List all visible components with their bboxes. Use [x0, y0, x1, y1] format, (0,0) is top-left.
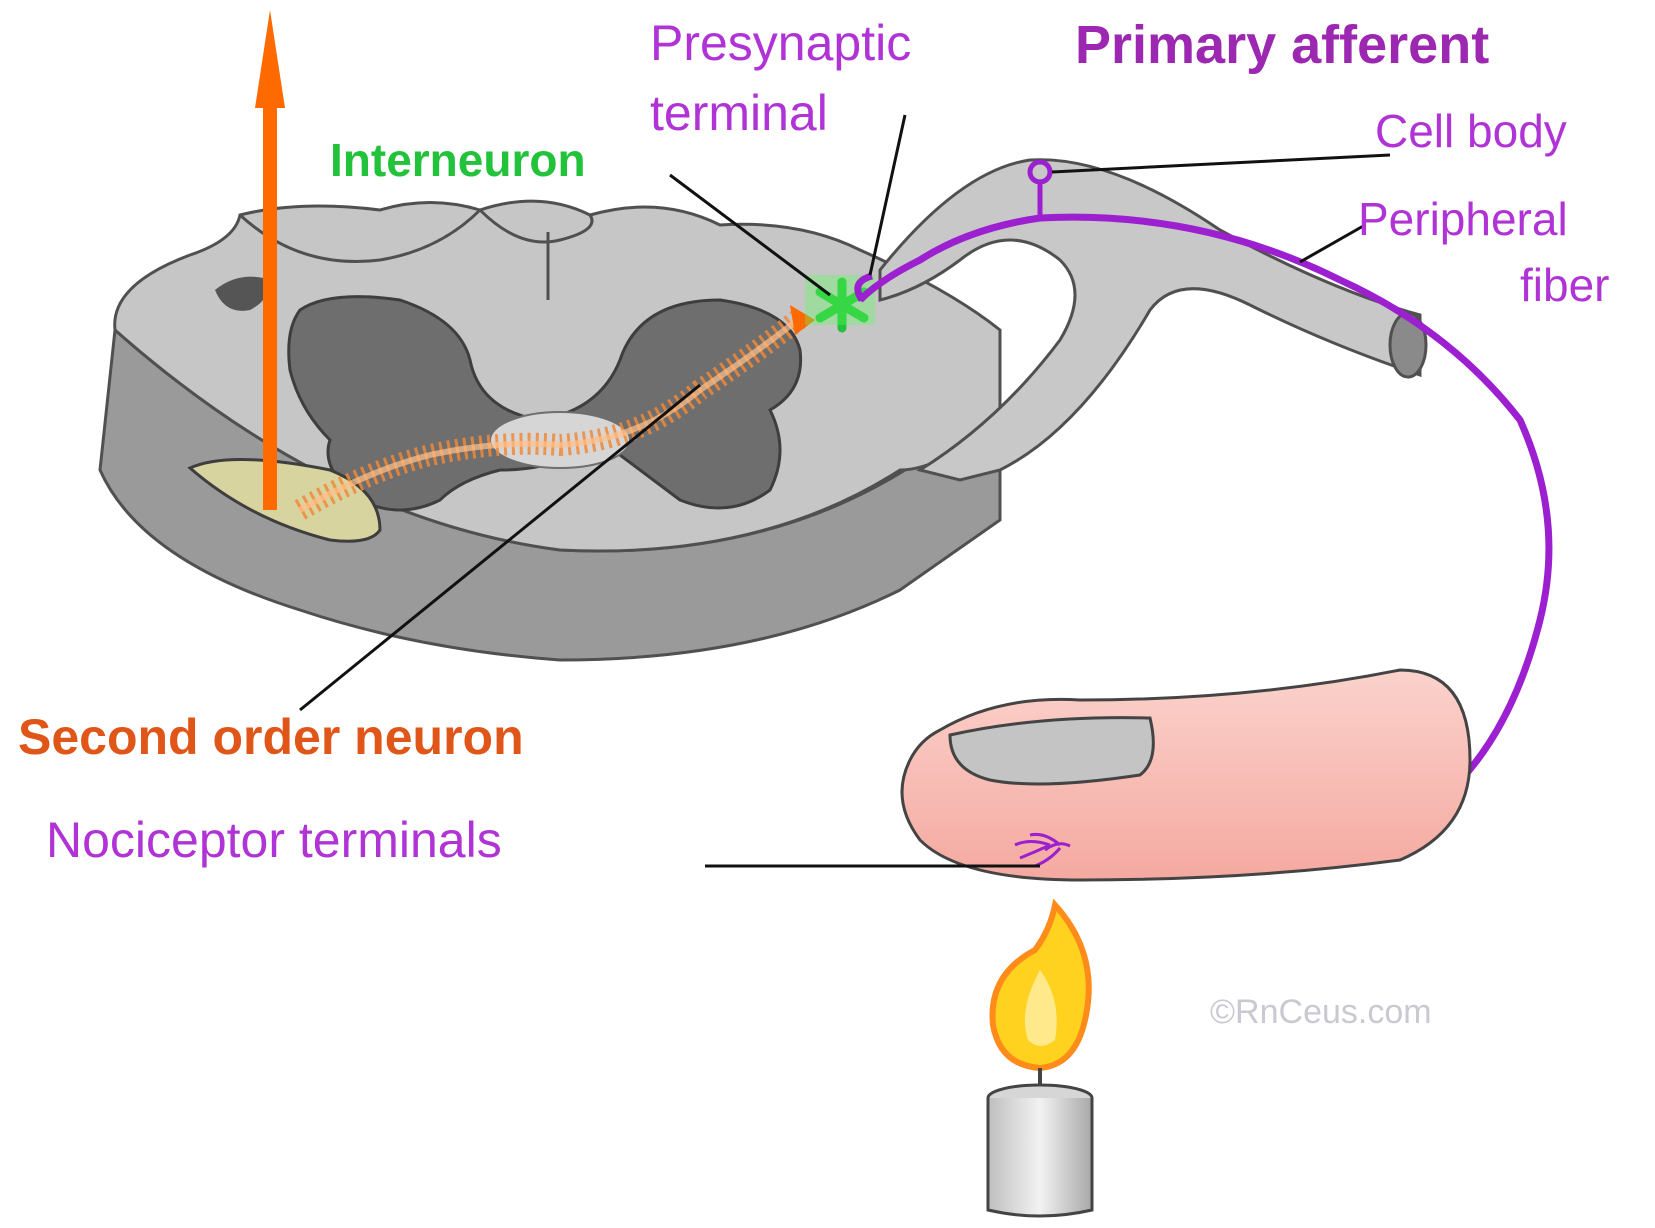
candle-body	[988, 1098, 1092, 1216]
interneuron-label: Interneuron	[330, 137, 586, 183]
presynaptic-terminal-label-line2: terminal	[650, 88, 828, 138]
cell-body-label: Cell body	[1375, 108, 1567, 154]
peripheral-fiber-label-line2: fiber	[1520, 262, 1609, 308]
fingernail	[950, 718, 1153, 784]
copyright-watermark: ©RnCeus.com	[1210, 995, 1432, 1029]
leader-cell-body	[1052, 155, 1390, 172]
candle-flame-icon	[988, 905, 1092, 1216]
primary-afferent-label: Primary afferent	[1075, 18, 1489, 72]
finger	[902, 670, 1470, 880]
second-order-neuron-label: Second order neuron	[18, 712, 524, 762]
leader-peripheral	[1300, 225, 1365, 262]
nociceptor-terminals-label: Nociceptor terminals	[46, 815, 502, 865]
presynaptic-terminal-label-line1: Presynaptic	[650, 18, 911, 68]
peripheral-fiber-label-line1: Peripheral	[1358, 196, 1568, 242]
spinal-cord-section	[100, 201, 1000, 660]
